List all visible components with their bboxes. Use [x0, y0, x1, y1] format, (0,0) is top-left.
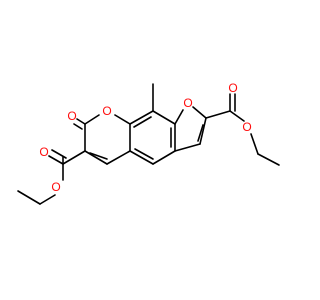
bond: [84, 150, 108, 165]
oxygen-atom-label: O: [183, 96, 192, 110]
bond: [257, 153, 280, 166]
bond: [229, 110, 245, 122]
oxygen-atom-label: O: [242, 120, 251, 134]
bond: [174, 143, 201, 152]
bond: [129, 110, 154, 125]
oxygen-atom-label: O: [228, 81, 237, 95]
oxygen-atom-label: O: [102, 104, 111, 118]
bond: [17, 190, 41, 205]
bond: [199, 117, 207, 145]
molecule-structure-diagram: O O O O O O O: [17, 81, 280, 205]
oxygen-atom-label: O: [51, 180, 60, 194]
bond: [51, 149, 67, 159]
oxygen-atom-label: O: [67, 109, 76, 123]
bond: [48, 155, 64, 165]
atom-labels: O O O O O O O: [39, 81, 251, 194]
bond: [192, 106, 207, 119]
bond: [114, 114, 131, 125]
bond: [205, 110, 231, 119]
bond: [76, 118, 86, 125]
bond: [250, 133, 259, 155]
bond: [152, 150, 176, 165]
bond: [62, 150, 86, 165]
bond: [133, 116, 152, 128]
bond: [106, 150, 131, 165]
bond: [129, 150, 154, 165]
oxygen-atom-label: O: [39, 145, 48, 159]
bond-layer: [17, 83, 280, 205]
bond: [73, 123, 83, 130]
bond: [84, 114, 100, 125]
bond: [197, 124, 204, 142]
bond: [39, 194, 56, 205]
bond: [89, 152, 108, 160]
bond: [134, 148, 154, 160]
bond: [174, 109, 184, 125]
bond: [152, 110, 176, 125]
